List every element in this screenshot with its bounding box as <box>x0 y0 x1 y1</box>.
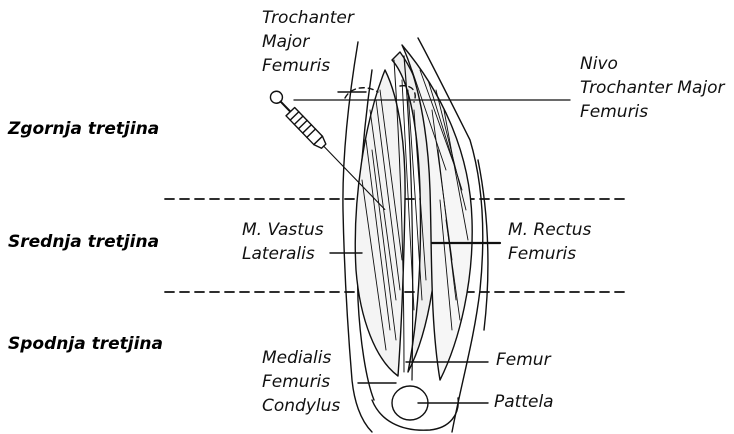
label-nivo-trochanter: Nivo Trochanter Major Femuris <box>580 52 724 124</box>
region-lower-third: Spodnja tretjina <box>8 334 163 354</box>
label-medialis-femuris-condylus: Medialis Femuris Condylus <box>262 346 340 418</box>
label-vastus-lateralis: M. Vastus Lateralis <box>242 218 324 266</box>
label-pattela: Pattela <box>494 390 554 414</box>
label-rectus-femuris: M. Rectus Femuris <box>508 218 591 266</box>
label-trochanter-major-femuris: Trochanter Major Femuris <box>262 6 354 78</box>
label-femur: Femur <box>496 348 551 372</box>
region-middle-third: Srednja tretjina <box>8 232 159 252</box>
region-upper-third: Zgornja tretjina <box>8 119 159 139</box>
